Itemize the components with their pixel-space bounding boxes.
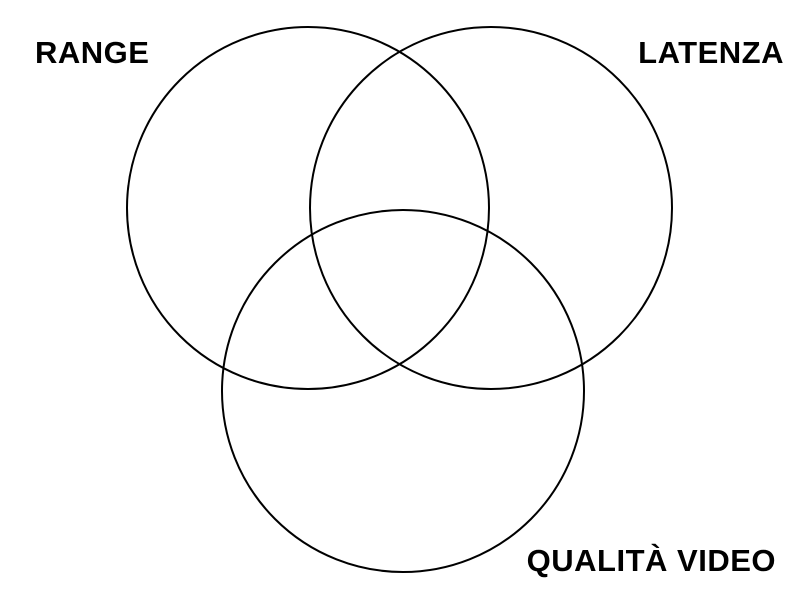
latenza-label: LATENZA [638, 35, 784, 70]
range-circle [126, 26, 490, 390]
range-label: RANGE [35, 35, 150, 70]
qualita-video-label: QUALITÀ VIDEO [526, 543, 776, 578]
latenza-circle [309, 26, 673, 390]
qualita-video-circle [221, 209, 585, 573]
